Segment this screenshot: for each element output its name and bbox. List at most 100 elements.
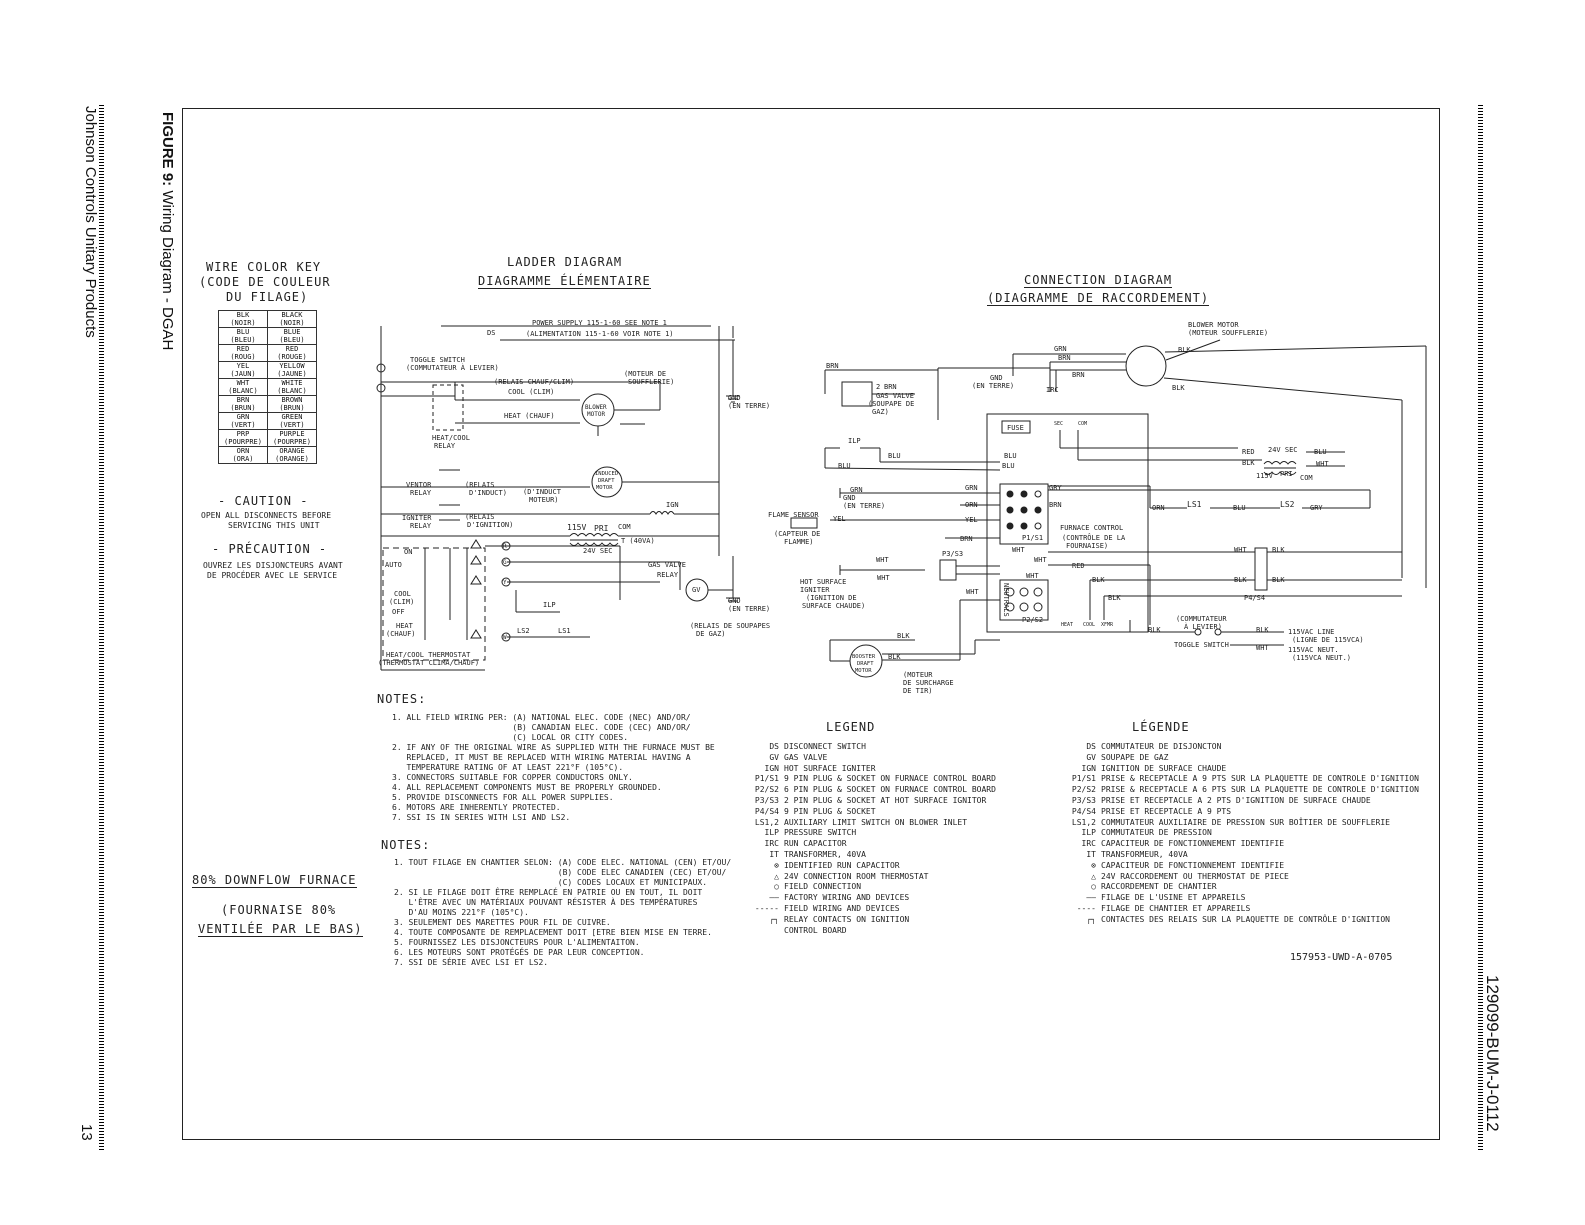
conn-heat-label: HEAT [1061,622,1073,628]
notes-en-title: NOTES: [377,692,427,706]
conn-en-terre2-label: (EN TERRE) [843,502,885,510]
ladder-ls2-label: LS2 [517,627,530,635]
precaution-title: - PRÉCAUTION - [212,542,328,556]
conn-com-label: COM [1078,421,1087,427]
ladder-clim-label: (CLIM) [389,598,414,606]
legend-desc: CAPACITEUR DE FONCTIONNEMENT IDENTIFIE [1101,860,1285,870]
legend-code: △ [1091,871,1096,881]
ladder-ventor-relay-label: RELAY [410,489,432,497]
drawing-number: 157953-UWD-A-0705 [1290,952,1393,963]
legend-code: ┌┐ [769,914,779,924]
conn-draft-label: DRAFT [857,661,874,667]
conn-commutateur-label: (COMMUTATEUR [1176,615,1227,623]
legend-code: ----- [754,903,779,913]
legend-desc: 24V RACCORDEMENT OU THERMOSTAT DE PIECE [1101,871,1289,881]
legend-code: ○ [1091,882,1096,892]
ladder-toggle-fr-label: (COMMUTATEUR À LEVIER) [406,363,499,372]
legend-item: ┌┐CONTACTES DES RELAIS SUR LA PLAQUETTE … [1052,915,1419,926]
ladder-auto-label: AUTO [385,561,402,569]
ladder-t40-label: T (40VA) [621,537,655,545]
ladder-gnd2-label: GND [728,597,741,605]
conn-115v-label: 115V [1256,472,1274,480]
conn-brn3-label: BRN [826,362,839,370]
conn-yel2-label: YEL [833,515,846,523]
conn-blk4-label: BLK [1272,546,1285,554]
precaution-line2: DE PROCÉDER AVEC LE SERVICE [207,571,338,580]
legend-item: CONTROL BOARD [735,926,996,937]
furnace-title-fr1: (FOURNAISE 80% [221,903,337,917]
conn-blk5-label: BLK [1092,576,1105,584]
legend-desc: RELAY CONTACTS ON IGNITION [784,914,910,924]
caution-line1: OPEN ALL DISCONNECTS BEFORE [201,511,332,520]
ladder-en-terre-label: (EN TERRE) [728,402,770,410]
conn-brn4-label: BRN [884,383,897,391]
conn-cool-label: COOL [1083,622,1095,628]
wire-key-title-fr2: DU FILAGE) [226,290,309,304]
note-line: 5. FOURNISSEZ LES DISJONCTEURS POUR L'AL… [394,938,640,947]
legend-desc: FACTORY WIRING AND DEVICES [784,893,910,903]
legend-desc: RACCORDEMENT DE CHANTIER [1101,882,1217,892]
conn-brn-label: BRN [1058,354,1071,362]
conn-wht8-label: WHT [966,588,979,596]
conn-com2-label: COM [1300,474,1313,482]
ladder-power-label: POWER SUPPLY 115-1-60 SEE NOTE 1 [532,319,667,327]
conn-gnd2-label: GND [843,494,856,502]
conn-flamme-label: FLAMME) [784,538,814,546]
wire-key-row: PRP (POURPRE)PURPLE (POURPRE) [218,429,317,447]
legend-code: P3/S3 [1071,795,1096,805]
conn-yel-label: YEL [965,516,978,524]
legend-code: IGN [1081,763,1096,773]
conn-grn-label: GRN [1054,345,1067,353]
note-line: 6. LES MOTEURS SONT PROTÉGÉS DE PAR LEUR… [394,948,645,957]
conn-p4s4-label: P4/S4 [1244,594,1265,602]
conn-gry2-label: GRY [1310,504,1323,512]
ladder-toggle-label: TOGGLE SWITCH [410,356,465,364]
notes-fr-list: 1. TOUT FILAGE EN CHANTIER SELON: (A) CO… [394,858,731,968]
conn-gas-valve-label: GAS VALVE [876,392,914,400]
conn-wht5-label: WHT [1234,546,1247,554]
conn-fc-fr1-label: (CONTRÔLE DE LA [1062,533,1126,542]
wire-key-title-fr: (CODE DE COULEUR [199,275,331,289]
ladder-motor2-label: MOTOR [596,485,613,491]
legend-desc: FILAGE DE L'USINE ET APPAREILS [1101,893,1246,903]
conn-blu2-label: BLU [838,462,851,470]
caution-line2: SERVICING THIS UNIT [228,521,320,530]
note-line: (B) CANADIAN ELEC. CODE (CEC) AND/OR/ [392,723,691,732]
ladder-gv-label: GV [692,586,701,594]
conn-wht3-label: WHT [876,556,889,564]
legend-code: P4/S4 [754,806,779,816]
note-line: 7. SSI DE SÉRIE AVEC LSI ET LS2. [394,958,549,967]
ladder-dinduct-m-label: (D'INDUCT [523,488,562,496]
conn-brn6-label: BRN [960,535,973,543]
legend-desc: DISCONNECT SWITCH [784,742,866,751]
legend-code: IGN [764,763,779,773]
conn-gry-label: GRY [1049,484,1062,492]
diagram-frame [182,108,1440,1140]
conn-ls1-label: LS1 [1187,500,1202,509]
ladder-relay-label: RELAY [434,442,456,450]
ladder-relais-soup-label: (RELAIS DE SOUPAPES [690,622,770,630]
ladder-title: LADDER DIAGRAM [507,255,623,269]
legend-desc: FIELD CONNECTION [784,882,862,892]
conn-blk8-label: BLK [1108,594,1121,602]
wire-key-row: BLU (BLEU)BLUE (BLEU) [218,327,317,345]
conn-surcharge-label: DE SURCHARGE [903,679,954,687]
wire-key-row: BLK (NOIR)BLACK (NOIR) [218,310,317,328]
conn-p3s3-label: P3/S3 [942,550,963,558]
legend-desc: IGNITION DE SURFACE CHAUDE [1101,763,1227,773]
ladder-en-terre2-label: (EN TERRE) [728,605,770,613]
legend-item: ○ RACCORDEMENT DE CHANTIER [1052,882,1419,893]
legend-code: IT [769,849,779,859]
conn-ignition-de-label: (IGNITION DE [806,594,857,602]
conn-capteur-label: (CAPTEUR DE [774,530,820,538]
conn-toggle-label: TOGGLE SWITCH [1174,641,1229,649]
conn-blu6-label: BLU [1233,504,1246,512]
